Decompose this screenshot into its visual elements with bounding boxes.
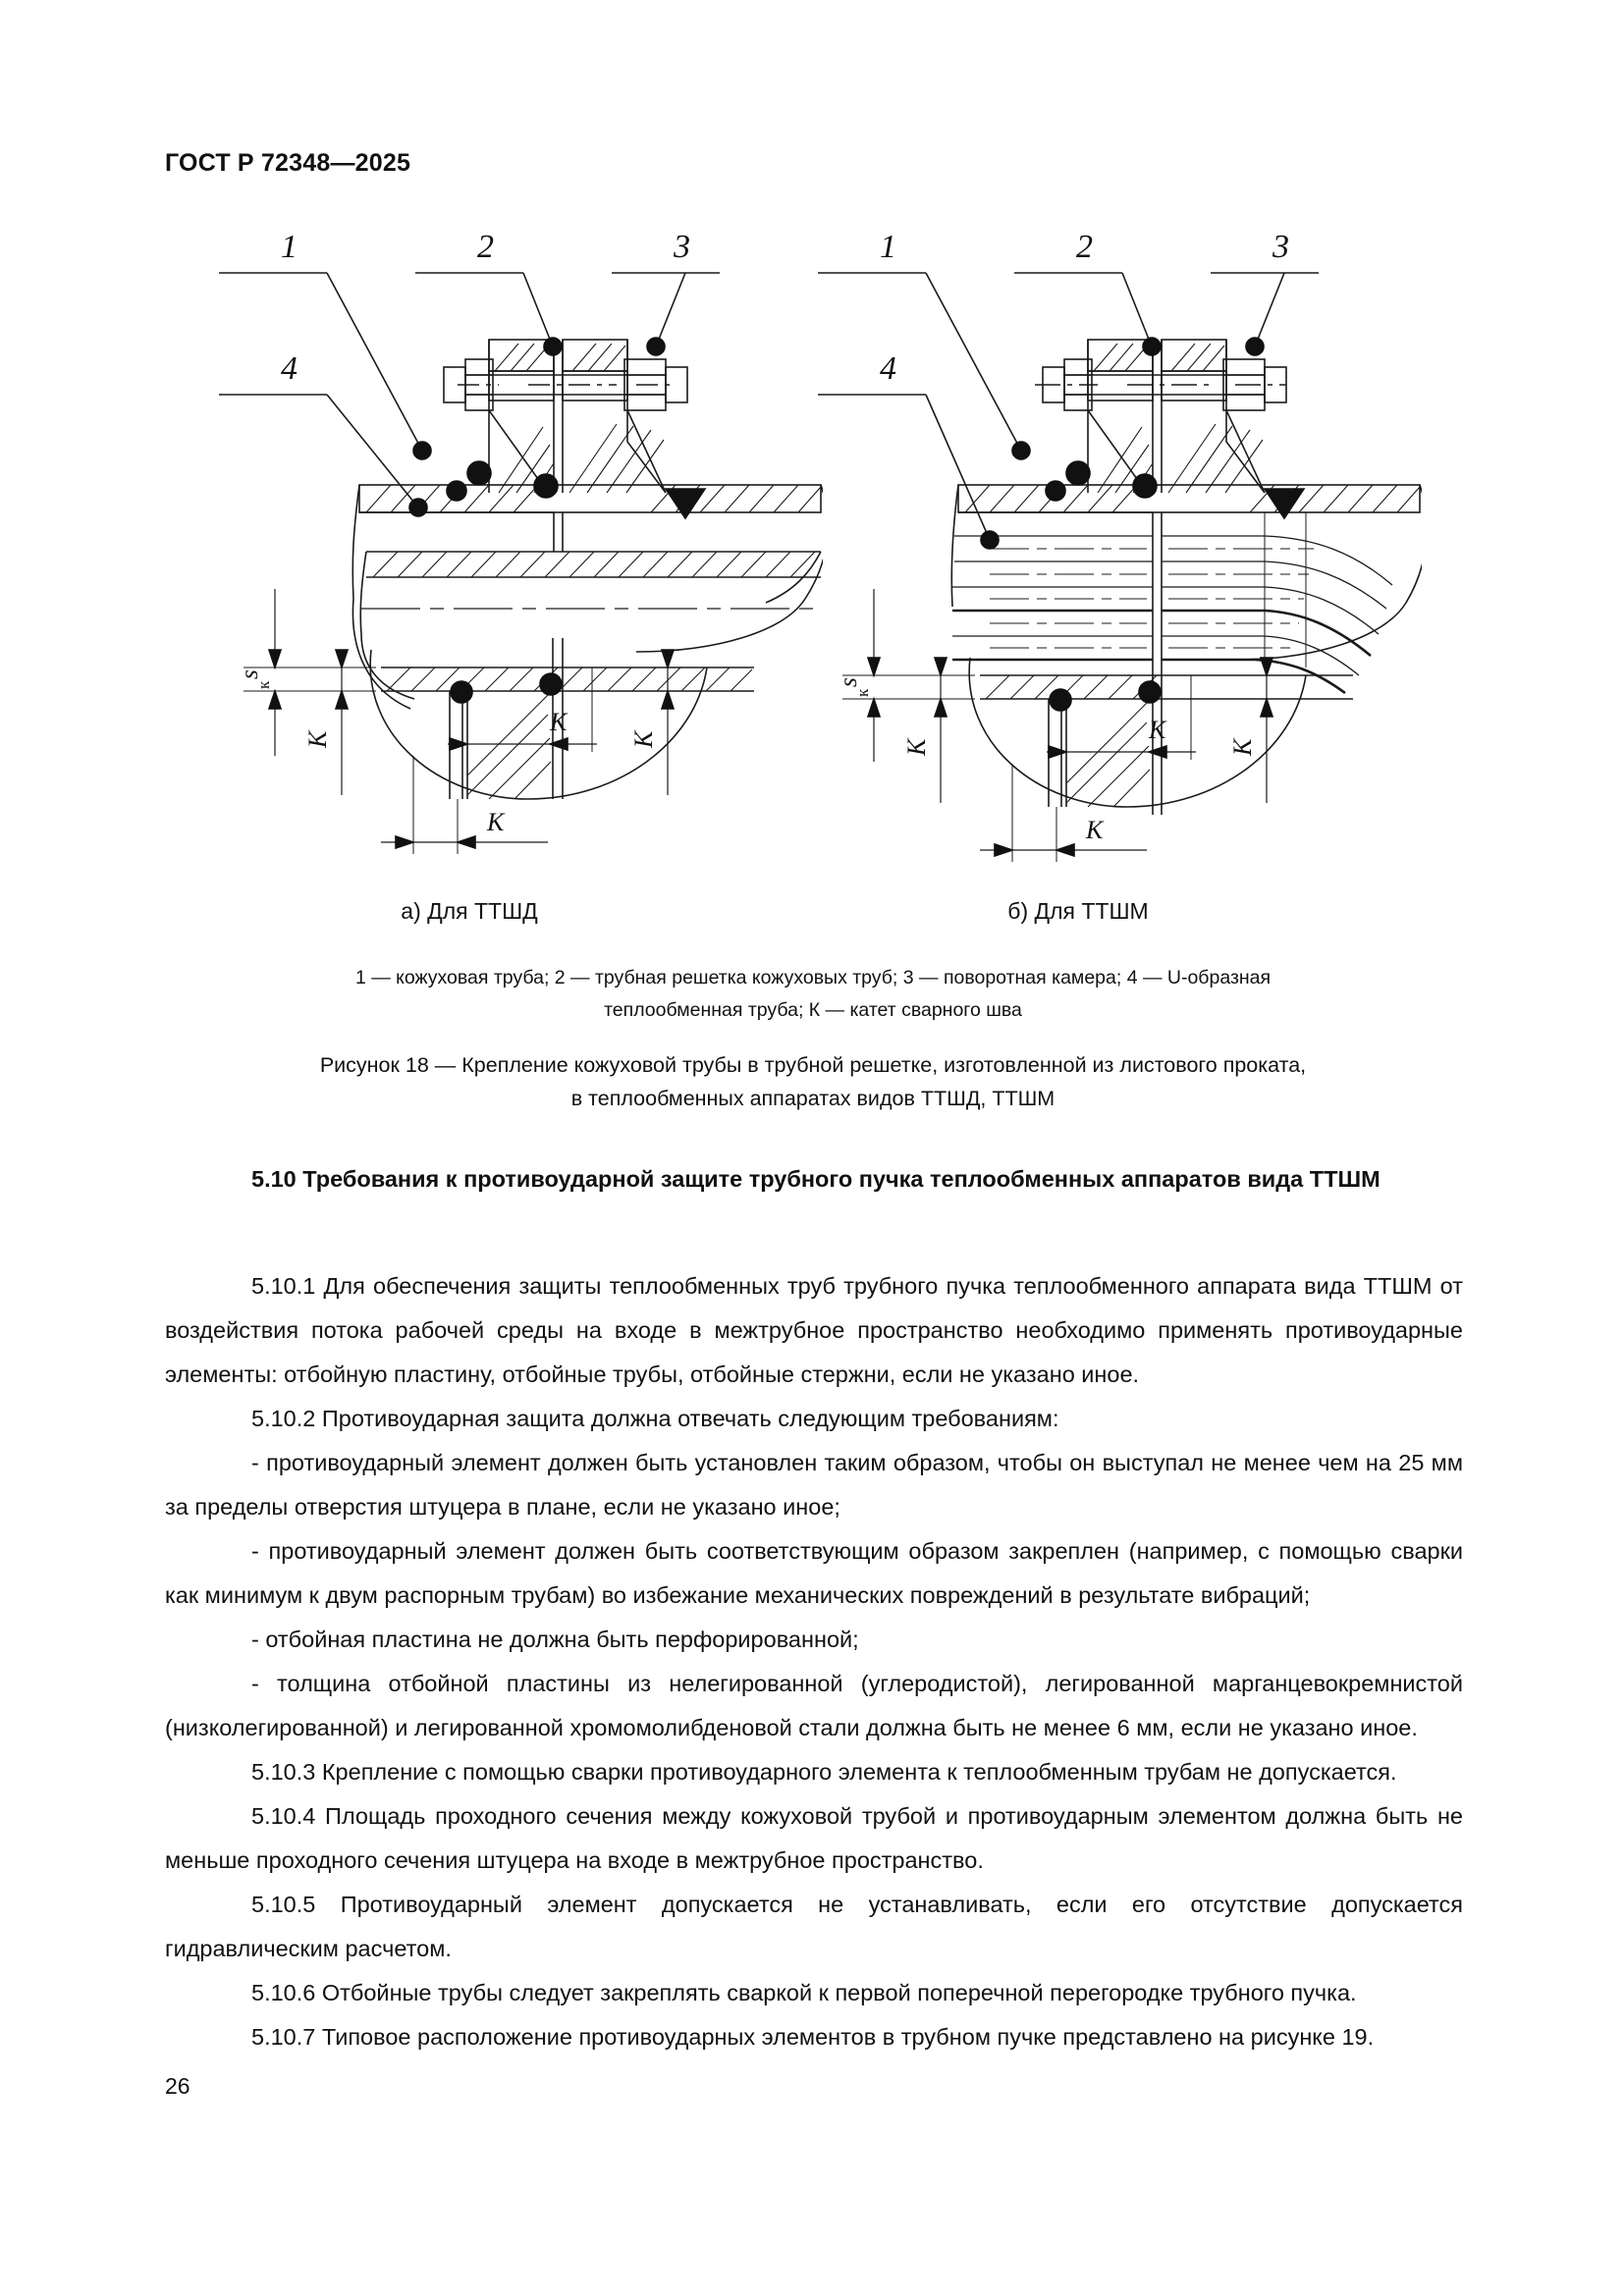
paragraph-5-10-6: 5.10.6 Отбойные трубы следует закреплять… <box>251 1980 1357 2005</box>
svg-text:s: s <box>836 677 862 687</box>
section-heading-5-10: 5.10 Требования к противоударной защите … <box>251 1166 1380 1192</box>
callout-1: 1 <box>281 229 298 265</box>
panel-b-caption: б) Для ТТШМ <box>1007 898 1149 924</box>
svg-text:K: K <box>549 708 568 736</box>
callout-3: 3 <box>1272 229 1289 265</box>
svg-text:K: K <box>629 729 658 749</box>
callout-4: 4 <box>880 350 896 387</box>
paragraph-5-10-1: 5.10.1 Для обеспечения защиты теплообмен… <box>165 1273 1463 1387</box>
callout-2: 2 <box>477 229 494 265</box>
paragraph-5-10-4: 5.10.4 Площадь проходного сечения между … <box>165 1803 1463 1873</box>
bullet-3: - отбойная пластина не должна быть перфо… <box>251 1627 859 1652</box>
section-body: 5.10.1 Для обеспечения защиты теплообмен… <box>165 1264 1463 2059</box>
figure-legend-line-2: теплообменная труба; К — катет сварного … <box>604 999 1022 1021</box>
figure-legend-line-1: 1 — кожуховая труба; 2 — трубная решетка… <box>354 967 1272 988</box>
svg-text:K: K <box>902 737 931 757</box>
svg-text:s: s <box>237 669 263 679</box>
callout-4: 4 <box>281 350 298 387</box>
svg-text:к: к <box>254 680 273 689</box>
svg-text:K: K <box>1085 816 1105 844</box>
figure-title-line-2: в теплообменных аппаратах видов ТТШД, ТТ… <box>570 1087 1056 1110</box>
callout-1: 1 <box>880 229 896 265</box>
figure-panel-b-ttshm: 1 2 3 4 s к K K K K <box>803 206 1422 893</box>
svg-text:к: к <box>853 688 872 697</box>
page-header: ГОСТ Р 72348—2025 <box>165 149 411 177</box>
paragraph-5-10-5: 5.10.5 Противоударный элемент допускаетс… <box>165 1892 1463 1961</box>
bullet-4: - толщина отбойной пластины из нелегиров… <box>165 1671 1463 1740</box>
paragraph-5-10-3: 5.10.3 Крепление с помощью сварки против… <box>251 1759 1397 1785</box>
paragraph-5-10-7: 5.10.7 Типовое расположение противоударн… <box>251 2024 1375 2050</box>
panel-a-caption: а) Для ТТШД <box>401 898 538 924</box>
callout-2: 2 <box>1076 229 1093 265</box>
figure-legend: 1 — кожуховая труба; 2 — трубная решетка… <box>165 962 1461 1027</box>
panel-a-drawing: 1 2 3 4 s к K K K K <box>219 229 823 854</box>
figure-panel-a-ttshd: 1 2 3 4 s к K K K K <box>204 206 823 893</box>
paragraph-5-10-2: 5.10.2 Противоударная защита должна отве… <box>251 1406 1059 1431</box>
panel-captions: а) Для ТТШД б) Для ТТШМ <box>165 898 1461 937</box>
callout-3: 3 <box>673 229 690 265</box>
svg-text:K: K <box>1228 737 1257 757</box>
figure-title: Рисунок 18 — Крепление кожуховой трубы в… <box>165 1048 1461 1115</box>
bullet-2: - противоударный элемент должен быть соо… <box>165 1538 1463 1608</box>
figure-18: 1 2 3 4 s к K K K K <box>165 206 1461 893</box>
panel-b-drawing: 1 2 3 4 s к K K K K <box>818 229 1422 862</box>
page-number: 26 <box>165 2073 190 2099</box>
svg-text:K: K <box>486 808 506 836</box>
bullet-1: - противоударный элемент должен быть уст… <box>165 1450 1463 1520</box>
figure-title-line-1: Рисунок 18 — Крепление кожуховой трубы в… <box>319 1053 1307 1077</box>
svg-text:K: K <box>1148 716 1167 744</box>
svg-text:K: K <box>303 729 332 749</box>
